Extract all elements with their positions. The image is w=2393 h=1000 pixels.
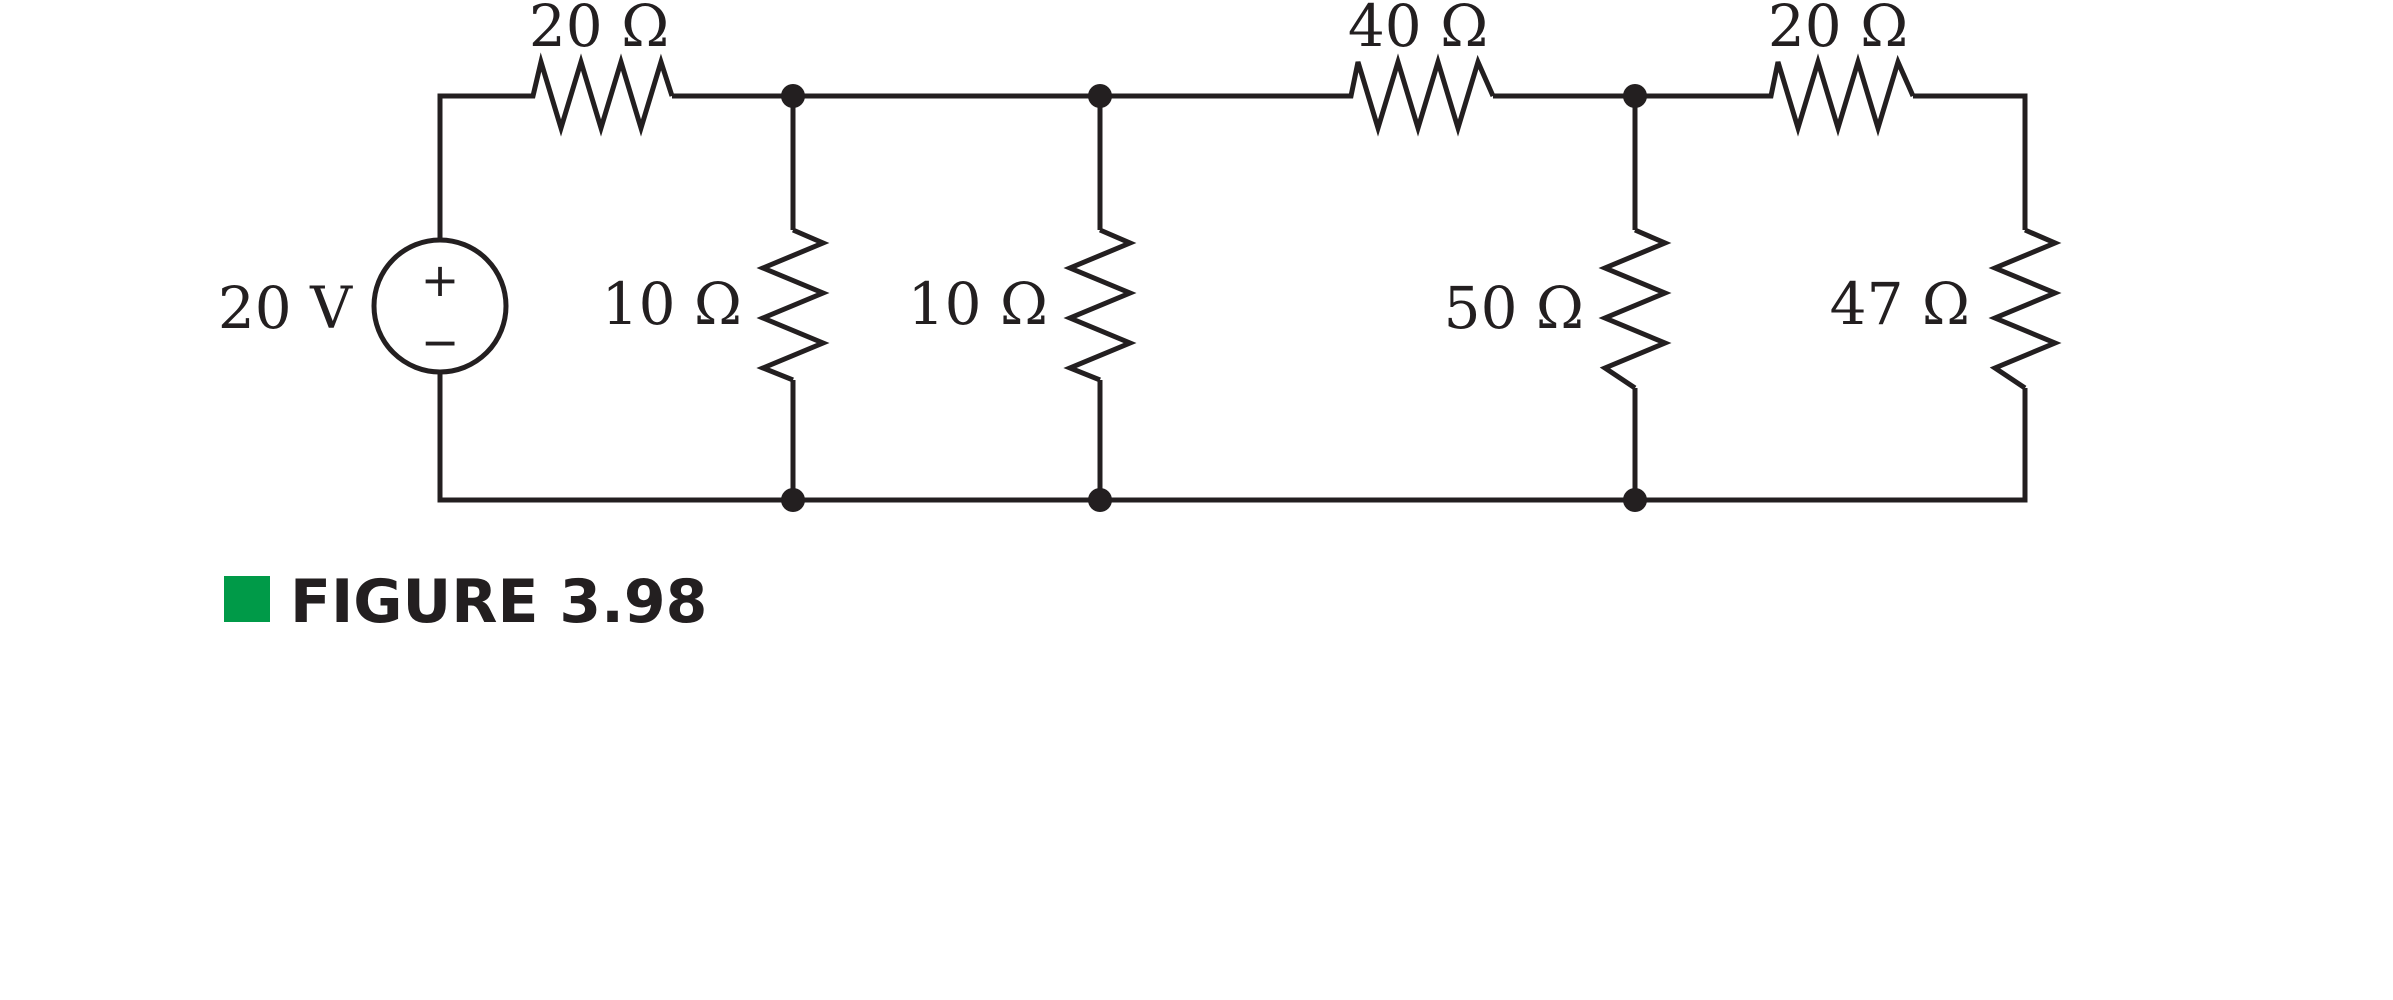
resistor-top-2-label: 40 Ω	[1348, 0, 1488, 60]
voltage-source-plus: +	[421, 253, 460, 307]
resistor-top-2	[1344, 53, 1496, 137]
resistor-top-3-label: 20 Ω	[1768, 0, 1908, 60]
node-top-1	[781, 84, 805, 108]
wire-top-c	[1913, 93, 2028, 230]
voltage-source-label: 20 V	[218, 274, 353, 342]
voltage-source: + −	[371, 237, 509, 375]
resistor-shunt-3	[1598, 227, 1672, 391]
resistor-shunt-2	[1063, 227, 1137, 383]
resistor-shunt-2-label: 10 Ω	[908, 270, 1048, 338]
figure-caption: FIGURE 3.98	[224, 567, 707, 637]
caption-text: FIGURE 3.98	[290, 567, 707, 637]
node-bottom-1	[781, 488, 805, 512]
resistor-shunt-3-label: 50 Ω	[1444, 274, 1584, 342]
resistor-shunt-1	[756, 227, 830, 383]
resistor-top-1	[526, 52, 675, 137]
node-bottom-3	[1623, 488, 1647, 512]
voltage-source-circle	[371, 237, 509, 375]
junction-nodes	[781, 84, 1647, 512]
resistor-shunt-1-label: 10 Ω	[602, 270, 742, 338]
resistor-top-3	[1765, 53, 1916, 137]
node-bottom-2	[1088, 488, 1112, 512]
resistor-top-1-label: 20 Ω	[529, 0, 669, 60]
wire-left-top	[437, 93, 526, 240]
caption-marker	[224, 576, 270, 622]
voltage-source-minus: −	[421, 315, 460, 369]
node-top-2	[1088, 84, 1112, 108]
node-top-3	[1623, 84, 1647, 108]
resistor-shunt-4	[1988, 227, 2062, 391]
wire-left-bottom	[437, 372, 2028, 503]
resistor-shunt-4-label: 47 Ω	[1830, 270, 1970, 338]
